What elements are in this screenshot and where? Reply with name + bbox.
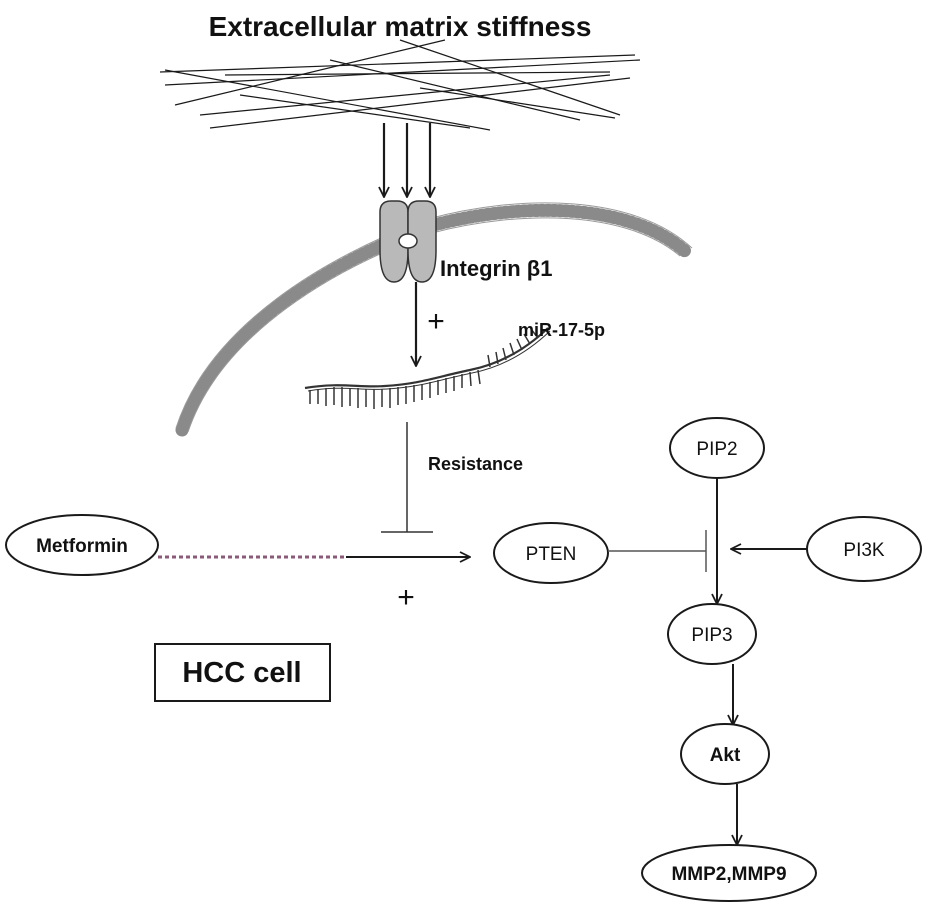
hcc-cell-box: HCC cell bbox=[154, 643, 331, 702]
pi3k-label: PI3K bbox=[843, 540, 885, 561]
hcc-cell-label: HCC cell bbox=[182, 657, 301, 689]
plus-sign-integrin: + bbox=[427, 305, 445, 338]
ecm-fibers bbox=[159, 39, 641, 131]
pip2-node: PIP2 bbox=[669, 417, 765, 479]
pten-inhibition bbox=[608, 530, 707, 572]
mmp-node: MMP2,MMP9 bbox=[641, 844, 817, 902]
integrin-receptor bbox=[379, 200, 437, 283]
resistance-label: Resistance bbox=[428, 454, 523, 474]
pip3-label: PIP3 bbox=[691, 625, 732, 646]
integrin-label: Integrin β1 bbox=[440, 256, 552, 281]
mirna-strand bbox=[304, 327, 551, 409]
pi3k-node: PI3K bbox=[806, 516, 922, 582]
pip3-node: PIP3 bbox=[667, 603, 757, 665]
pten-label: PTEN bbox=[526, 544, 577, 565]
pip2-label: PIP2 bbox=[696, 439, 737, 460]
akt-label: Akt bbox=[710, 745, 741, 766]
diagram-title: Extracellular matrix stiffness bbox=[209, 11, 592, 42]
pten-node: PTEN bbox=[493, 522, 609, 584]
mirna-inhibition bbox=[381, 422, 433, 533]
mirna-label: miR-17-5p bbox=[518, 320, 605, 340]
mmp-label: MMP2,MMP9 bbox=[671, 864, 786, 885]
plus-sign-metformin: + bbox=[397, 581, 415, 614]
metformin-label: Metformin bbox=[36, 536, 128, 557]
metformin-node: Metformin bbox=[5, 514, 159, 576]
stiffness-arrows bbox=[384, 123, 430, 197]
akt-node: Akt bbox=[680, 723, 770, 785]
